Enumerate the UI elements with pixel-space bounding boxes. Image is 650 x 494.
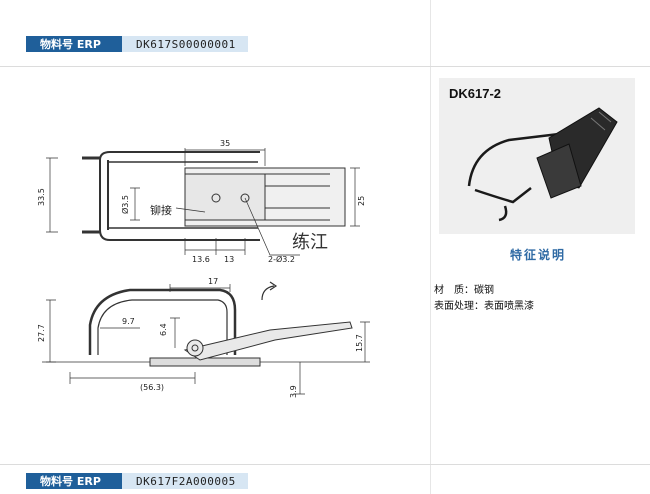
dim-33-5: 33.5: [37, 188, 46, 206]
dim-6-4: 6.4: [159, 323, 168, 336]
erp-bar-bottom: 物料号 ERP DK617F2A000005: [26, 473, 248, 489]
column-divider: [430, 0, 431, 494]
feature-title: 特征说明: [509, 248, 566, 262]
technical-drawing: 35 33.5 Ø3.5 25 13.6 13 2-Ø3.2 17 9.7 6.…: [37, 139, 370, 398]
erp-label: 物料号 ERP: [26, 36, 122, 52]
bottom-separator: [0, 464, 650, 465]
spec-material: 材 质：碳钢: [434, 281, 494, 296]
watermark-text: 练江: [292, 232, 328, 253]
surface-value: 表面喷黑漆: [484, 301, 534, 312]
spec-surface: 表面处理：表面喷黑漆: [434, 297, 534, 312]
dim-15-7: 15.7: [355, 334, 364, 352]
erp-code-bottom: DK617F2A000005: [122, 473, 248, 489]
dim-17: 17: [208, 277, 218, 286]
material-value: 碳钢: [474, 285, 494, 296]
rivet-label: 铆接: [150, 203, 172, 217]
dim-27-7: 27.7: [37, 324, 46, 342]
material-label: 材 质：: [434, 285, 474, 296]
dim-13: 13: [224, 255, 234, 264]
dim-3-9: 3.9: [289, 385, 298, 398]
product-photo: DK617-2: [439, 78, 635, 234]
dim-56-3: (56.3): [140, 383, 164, 392]
dim-35: 35: [220, 139, 230, 148]
dim-2-dia-3-2: 2-Ø3.2: [268, 254, 295, 264]
dim-13-6: 13.6: [192, 255, 210, 264]
erp-label-bottom: 物料号 ERP: [26, 473, 122, 489]
dim-dia-3-5: Ø3.5: [120, 195, 130, 214]
erp-code: DK617S00000001: [122, 36, 248, 52]
dim-9-7: 9.7: [122, 317, 135, 326]
surface-label: 表面处理：: [434, 301, 484, 312]
dim-25: 25: [357, 196, 366, 206]
latch-image: [467, 107, 618, 222]
top-separator: [0, 66, 650, 67]
product-model: DK617-2: [449, 86, 502, 101]
erp-bar-top: 物料号 ERP DK617S00000001: [26, 36, 248, 52]
